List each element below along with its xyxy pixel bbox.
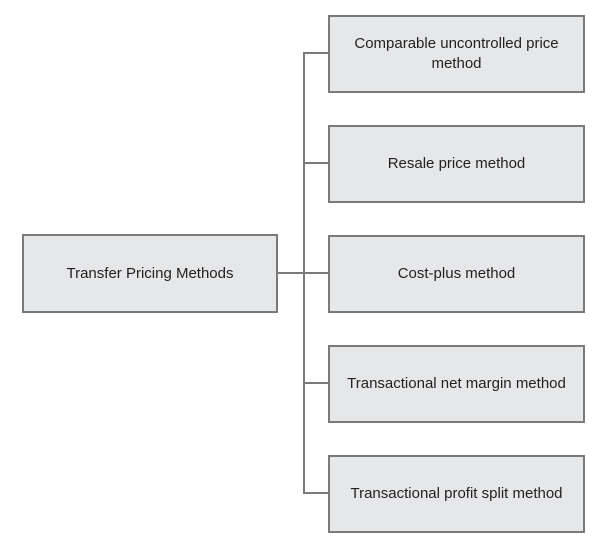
method-node-label: Transactional net margin method <box>347 375 566 392</box>
root-node-label: Transfer Pricing Methods <box>66 264 234 282</box>
method-node-resale-price: Resale price method <box>328 125 585 203</box>
method-node-comparable-uncontrolled-price: Comparable uncontrolled price method <box>328 15 585 93</box>
method-node-label: Cost-plus method <box>397 265 516 282</box>
method-node-transactional-net-margin: Transactional net margin method <box>328 345 585 423</box>
method-node-label: Comparable uncontrolled price method <box>354 35 559 72</box>
method-node-cost-plus: Cost-plus method <box>328 235 585 313</box>
method-node-label: Transactional profit split method <box>350 485 563 502</box>
method-node-label: Resale price method <box>387 155 526 172</box>
root-node: Transfer Pricing Methods <box>22 234 278 313</box>
method-node-transactional-profit-split: Transactional profit split method <box>328 455 585 533</box>
